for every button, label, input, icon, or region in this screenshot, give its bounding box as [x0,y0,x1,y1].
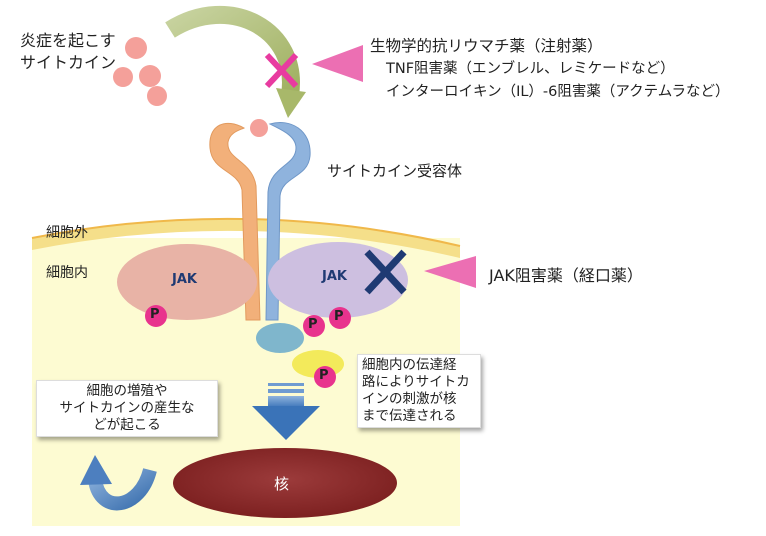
biologic-pointer-icon [312,45,363,82]
cell-membrane [32,218,460,258]
jak-inhibitor-pointer-icon [424,256,476,288]
phosphate-label: P [334,309,344,324]
jak-left-label: JAK [172,272,197,287]
cytokine-label: 炎症を起こす サイトカイン [20,30,116,74]
cytokine-dot [113,67,133,87]
response-curved-arrowhead [80,455,112,485]
extracellular-label: 細胞外 [46,225,88,241]
phosphate-label: P [319,368,329,383]
nucleus [173,448,397,518]
signal-transmission-box: 細胞内の伝達経 路によりサイトカ インの刺激が核 まで伝達される [357,354,481,428]
cytokine-dot [139,65,161,87]
response-box-line1: 細胞の増殖や [86,383,168,399]
phosphate-label: P [150,307,160,322]
biologic-block-x-icon [264,52,299,89]
biologic-tnf-line: TNF阻害薬（エンブレル、レミケードなど） [386,61,675,77]
response-curved-arrow [88,467,157,511]
signal-box-line3: インの刺激が核 [362,391,457,407]
response-box-line2: サイトカインの産生な [59,400,195,416]
cytokine-label-line1: 炎症を起こす [20,31,116,50]
signal-box-line2: 路によりサイトカ [362,374,470,390]
biologic-title: 生物学的抗リウマチ薬（注射薬） [370,37,603,55]
nucleus-label: 核 [274,475,290,493]
response-box-line3: どが起こる [93,417,161,433]
cytokine-binding-arrowhead [276,88,306,118]
cytokine-binding-arrow [165,5,300,97]
jak-left [117,244,257,320]
cytokine-molecules [113,37,268,137]
jak-inhibitor-label: JAK阻害薬（経口薬） [489,266,643,285]
signal-down-arrow [252,383,320,440]
cytokine-dot [147,86,167,106]
phosphate-circle [329,307,351,329]
phosphate-circle [145,305,167,327]
biologic-il6-line: インターロイキン（IL）-6阻害薬（アクテムラなど） [386,84,730,100]
jak-block-x-icon [364,249,407,295]
signal-box-line1: 細胞内の伝達経 [362,357,457,373]
stat-molecule-blue [256,323,304,353]
cytokine-dot-bound [250,119,268,137]
signal-box-line4: まで伝達される [362,408,457,424]
phosphate-label: P [308,317,318,332]
cell-response-box: 細胞の増殖や サイトカインの産生な どが起こる [36,380,218,437]
cytokine-dot [125,37,147,59]
jak-right-label: JAK [322,269,347,284]
phosphate-circle [314,366,336,388]
receptor-label: サイトカイン受容体 [327,162,463,180]
phosphate-circle [303,315,325,337]
cytokine-label-line2: サイトカイン [20,53,117,72]
intracellular-label: 細胞内 [46,265,88,281]
